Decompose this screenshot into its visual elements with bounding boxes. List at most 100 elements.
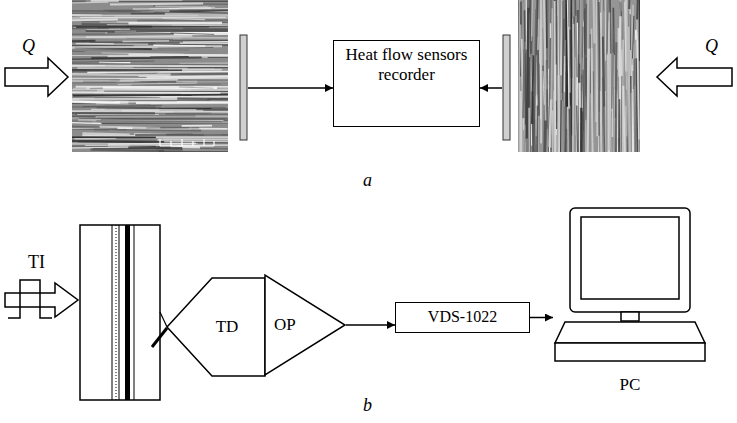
fiber-streak xyxy=(612,29,614,109)
fiber-streak xyxy=(619,16,622,99)
fiber-streak xyxy=(630,0,631,76)
fiber-streak xyxy=(571,0,573,27)
fiber-streak xyxy=(131,84,220,85)
fiber-streak xyxy=(519,0,520,152)
fiber-streak xyxy=(629,0,630,9)
recorder-box: Heat flow sensors recorder xyxy=(333,40,480,127)
fiber-streak xyxy=(78,142,228,143)
fiber-streak xyxy=(72,77,73,79)
fiber-streak xyxy=(600,0,602,115)
fiber-streak xyxy=(569,109,571,147)
fiber-streak xyxy=(177,97,228,100)
fiber-streak xyxy=(546,89,548,128)
fiber-streak xyxy=(73,94,228,95)
sensor-lead xyxy=(248,87,333,89)
heat-flow-sensor xyxy=(240,35,247,140)
fiber-streak xyxy=(580,108,583,152)
fiber-streak xyxy=(522,39,524,130)
fiber-streak xyxy=(72,19,118,20)
computer-icon-outline xyxy=(553,205,707,398)
fiber-streak xyxy=(165,113,228,115)
fiber-streak xyxy=(577,105,579,152)
fiber-streak xyxy=(572,24,574,152)
fiber-streak xyxy=(137,19,228,22)
base-front xyxy=(555,343,705,361)
fiber-streak xyxy=(533,91,535,152)
fiber-streak xyxy=(534,9,536,96)
fiber-streak xyxy=(72,50,189,51)
fiber-streak xyxy=(72,36,228,39)
fiber-streak xyxy=(623,86,624,152)
fiber-streak xyxy=(82,134,129,135)
fiber-streak xyxy=(583,8,585,152)
screen xyxy=(581,217,679,299)
fiber-streak xyxy=(626,0,628,136)
fiber-streak xyxy=(558,88,560,149)
fiber-streak xyxy=(147,137,228,138)
fiber-streak xyxy=(107,25,228,26)
fiber-streak xyxy=(632,65,634,152)
fiber-streak xyxy=(603,0,604,12)
fiber-streak xyxy=(91,109,196,111)
node-text: Heat flow sensors recorder xyxy=(340,45,473,84)
fiber-streak xyxy=(593,0,594,43)
fiber-streak xyxy=(91,150,164,151)
fiber-streak xyxy=(630,14,631,50)
fiber-streak xyxy=(615,42,618,89)
fiber-streak xyxy=(128,22,222,25)
amplifier-outline xyxy=(265,275,345,375)
fiber-streak xyxy=(537,50,540,116)
fiber-streak xyxy=(169,39,228,40)
node-text: OP xyxy=(274,315,296,335)
fiber-streak xyxy=(73,25,107,27)
fiber-streak xyxy=(171,33,215,34)
fiber-streak xyxy=(183,81,228,83)
fiber-streak xyxy=(591,29,593,102)
fiber-streak xyxy=(531,0,533,41)
scale-bar xyxy=(160,139,214,146)
fiber-streak xyxy=(633,16,634,59)
fiber-streak xyxy=(608,13,610,151)
fiber-streak xyxy=(96,115,228,117)
fiber-streak xyxy=(72,2,108,3)
fiber-streak xyxy=(628,27,630,152)
fiber-streak xyxy=(607,0,608,55)
fiber-streak xyxy=(72,61,154,62)
fiber-streak xyxy=(639,0,640,61)
fiber-streak xyxy=(158,150,228,152)
fiber-streak xyxy=(85,145,228,146)
base-top xyxy=(555,322,705,343)
fiber-streak xyxy=(571,30,572,78)
computer-icon: PC xyxy=(553,205,707,398)
heat-flow-sensor xyxy=(503,35,510,140)
fiber-streak xyxy=(582,27,583,91)
fiber-streak xyxy=(109,11,141,12)
pulse-symbol xyxy=(8,280,52,318)
fiber-streak xyxy=(575,16,576,135)
thermocouple-wire xyxy=(160,312,167,327)
fiber-streak xyxy=(110,4,203,5)
impulse-arrow xyxy=(5,283,78,317)
fiber-streak xyxy=(102,53,184,54)
node-text: TD xyxy=(216,317,239,337)
fiber-streak xyxy=(554,1,556,152)
fiber-streak xyxy=(72,65,105,66)
fiber-streak xyxy=(637,40,639,139)
fiber-streak xyxy=(165,14,228,15)
fiber-streak xyxy=(536,99,538,136)
fiber-streak xyxy=(73,42,121,43)
fiber-streak xyxy=(543,71,544,105)
fiber-streak xyxy=(146,127,189,128)
fiber-streak xyxy=(150,56,188,58)
fiber-micrograph xyxy=(72,0,228,152)
fiber-streak xyxy=(128,146,182,149)
fiber-streak xyxy=(567,0,569,109)
heat-flow-arrow xyxy=(657,58,732,96)
fiber-streak xyxy=(80,17,226,18)
signal-arrow xyxy=(530,317,553,319)
sample-stack xyxy=(80,225,160,400)
fiber-streak xyxy=(94,129,201,132)
fiber-streak xyxy=(82,21,228,23)
fiber-streak xyxy=(120,79,178,80)
fiber-streak xyxy=(162,18,205,19)
